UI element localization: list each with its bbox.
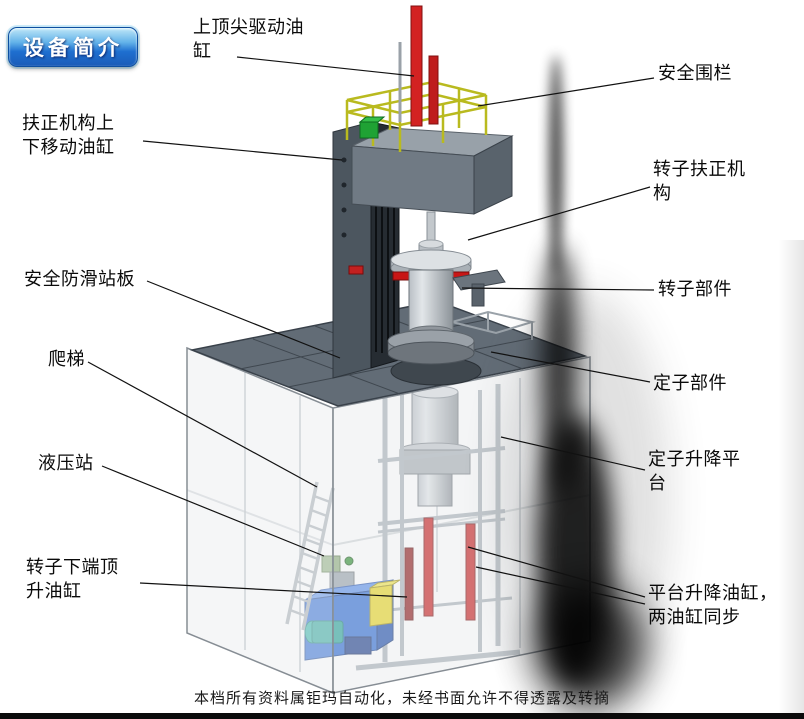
leader-ladder xyxy=(87,361,318,488)
leader-stator-component xyxy=(490,351,651,383)
lift-cylinders xyxy=(404,517,476,621)
leader-hydraulic-station xyxy=(101,465,325,557)
leader-lines xyxy=(87,56,655,605)
label-rotor-centering-mechanism: 转子扶正机 构 xyxy=(653,159,746,203)
label-rotor-bottom-jack-cylinder: 转子下端顶 升油缸 xyxy=(26,557,119,601)
label-safety-fence: 安全围栏 xyxy=(658,63,732,83)
leader-platform-lift-cylinder-b xyxy=(475,566,646,605)
label-platform-lift-cylinders: 平台升降油缸， 两油缸同步 xyxy=(648,583,778,627)
label-stator-component: 定子部件 xyxy=(653,373,727,393)
title-badge: 设备简介 xyxy=(8,27,138,67)
label-rotor-component: 转子部件 xyxy=(658,279,732,299)
bottom-edge-bar xyxy=(0,713,804,719)
head-assembly xyxy=(350,127,514,215)
confidentiality-footer: 本档所有资料属钜玛自动化，未经书面允许不得透露及转摘 xyxy=(193,690,610,707)
leader-platform-lift-cylinder-a xyxy=(467,546,646,598)
leader-rotor-centering-mechanism xyxy=(467,186,651,241)
top-drive-cylinders xyxy=(358,5,439,139)
leader-anti-slip-standing-board xyxy=(146,280,341,359)
leader-rotor-component xyxy=(461,287,655,291)
label-centering-updown-cylinder: 扶正机构上 下移动油缸 xyxy=(22,113,115,157)
rotor-assembly xyxy=(348,211,506,365)
title-badge-label: 设备简介 xyxy=(23,37,123,60)
leader-top-center-drive-cylinder xyxy=(236,56,415,77)
shadow-smear xyxy=(500,55,670,710)
label-hydraulic-station: 液压站 xyxy=(38,453,94,473)
lift-frame xyxy=(355,384,521,671)
label-ladder: 爬梯 xyxy=(48,349,85,369)
leader-rotor-bottom-jack-cylinder xyxy=(139,582,408,598)
label-top-center-drive-cylinder: 上顶尖驱动油 缸 xyxy=(193,17,304,61)
label-stator-lift-platform: 定子升降平 台 xyxy=(648,449,741,493)
leader-safety-fence xyxy=(477,77,655,107)
label-anti-slip-standing-board: 安全防滑站板 xyxy=(24,269,135,289)
leader-stator-lift-platform xyxy=(500,436,646,471)
leader-centering-updown-cylinder xyxy=(142,140,343,161)
